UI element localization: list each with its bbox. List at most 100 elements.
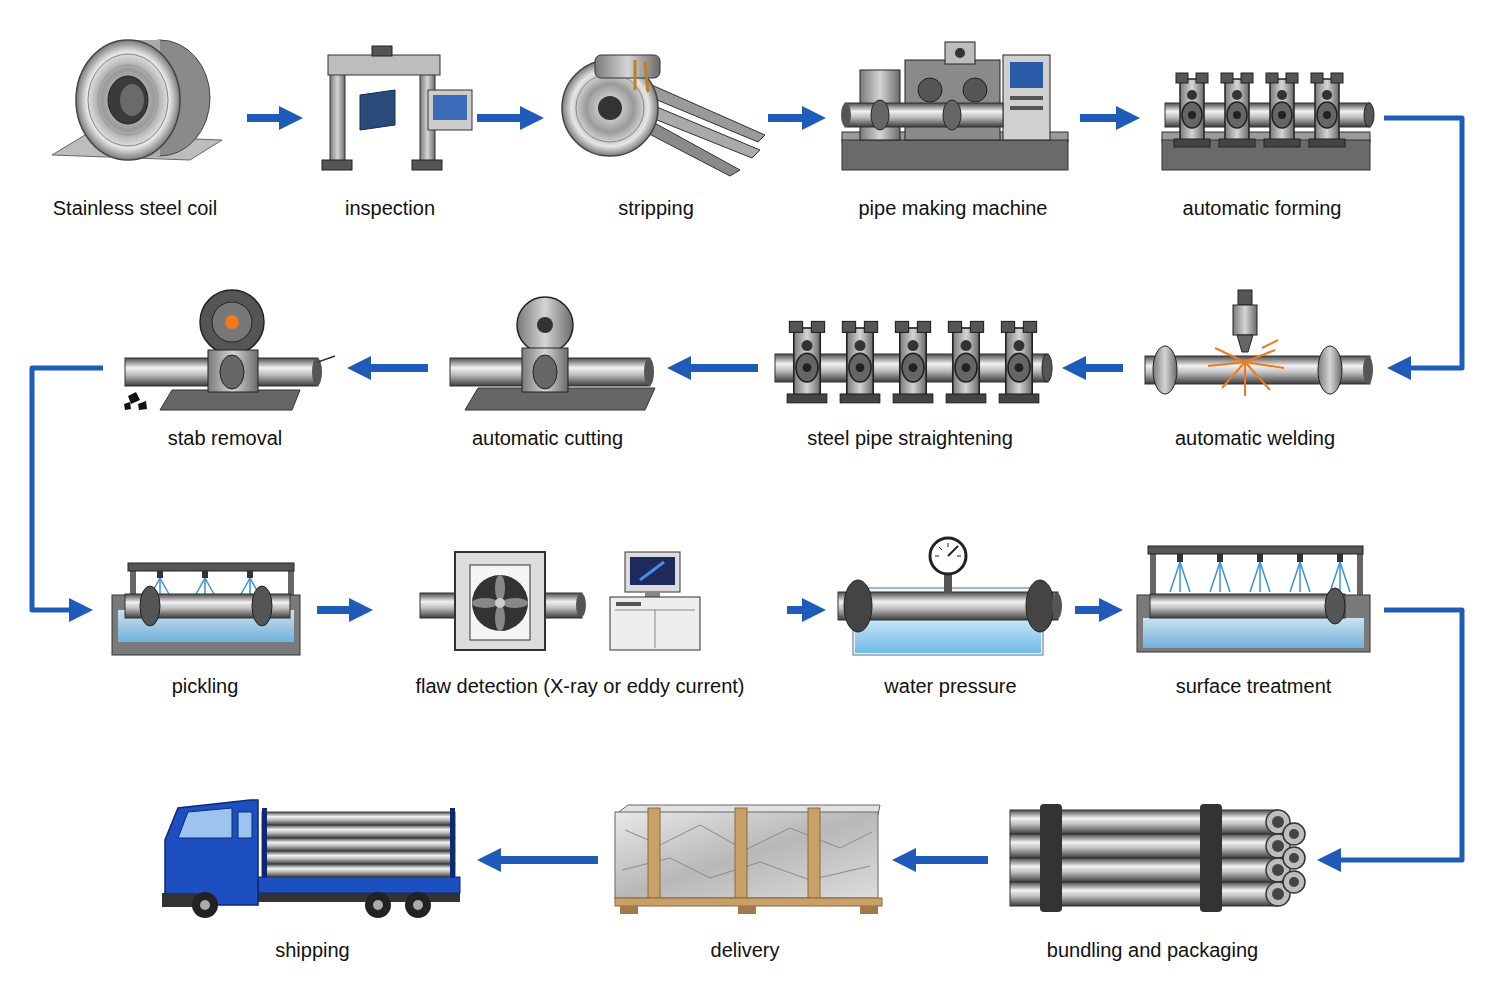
pipe-making-machine-figure-part: [1010, 62, 1043, 88]
flow-arrow: [1084, 364, 1123, 372]
surface-treatment-figure-part-part: [1250, 562, 1260, 592]
pipe-making-machine-figure-part: [842, 140, 1068, 170]
flow-arrow: [1384, 118, 1462, 368]
welding-figure-part: [1238, 290, 1252, 305]
flow-arrow: [1080, 114, 1118, 122]
truck-figure-part: [258, 877, 460, 893]
surface-treatment-figure-part-part: [1337, 554, 1343, 562]
process-step: pickling: [105, 540, 305, 698]
pickling-tank-figure-part: [150, 578, 260, 596]
deburring-figure-part: [225, 315, 239, 329]
process-step: inspection: [315, 38, 465, 220]
pickling-tank-figure-part: [247, 571, 253, 578]
straightening-figure-part: [999, 321, 1039, 402]
truck-figure-part: [178, 808, 232, 838]
hydro-test-figure: [838, 538, 1062, 655]
pipe-bundle-figure-part: [1200, 804, 1222, 912]
process-step: automatic cutting: [440, 285, 655, 450]
step-label: Stainless steel coil: [53, 197, 218, 220]
forming-mill-figure: [1162, 73, 1374, 170]
deburring-figure-part: [138, 401, 147, 410]
step-label: delivery: [711, 939, 780, 962]
step-label: inspection: [345, 197, 435, 220]
pipe-making-machine-figure-part: [943, 100, 961, 130]
pipe-making-machine-figure-part: [945, 42, 975, 64]
surface-treatment-figure-part-part: [1217, 554, 1223, 562]
surface-treatment-figure-part-part: [1290, 562, 1300, 592]
packed-crate-figure-part: [735, 808, 747, 898]
pipe-making-machine-figure-part: [905, 60, 1000, 140]
hydro-test-figure-part: [948, 546, 958, 556]
stripping-figure-part: [598, 96, 622, 120]
inspection-frame-figure-part: [433, 95, 467, 120]
process-step: automatic welding: [1135, 285, 1375, 450]
hydro-test-figure-part: [1052, 593, 1062, 619]
process-step: shipping: [160, 790, 465, 962]
step-label: automatic welding: [1175, 427, 1335, 450]
surface-treatment-figure-part-part: [1340, 562, 1350, 592]
process-step: Stainless steel coil: [35, 38, 235, 220]
inspection-frame-figure-part: [328, 55, 440, 75]
process-step: steel pipe straightening: [770, 285, 1050, 450]
welding-figure-part-part: [1245, 350, 1275, 362]
hydro-test-figure-part-part: [935, 556, 939, 557]
packed-crate-figure-part: [625, 825, 872, 850]
stripping-figure-part: [634, 60, 637, 90]
inspection-frame-figure-part: [372, 46, 392, 56]
flow-arrow: [32, 368, 103, 610]
flaw-detector-figure-part: [645, 592, 660, 597]
deburring-figure-part: [208, 350, 258, 392]
flaw-detector-figure-part: [472, 575, 528, 631]
cutting-figure-part: [644, 358, 654, 386]
pickling-tank-figure-part-part: [204, 578, 206, 596]
welding-figure-part: [1318, 346, 1342, 394]
flaw-detector-figure-part: [472, 575, 528, 631]
steel-coil-figure-part: [120, 84, 144, 116]
forming-mill-figure-part: [1364, 103, 1374, 127]
pipe-bundle-figure-part-part: [1283, 847, 1305, 869]
pipe-making-machine-figure-part: [1010, 106, 1043, 110]
hydro-test-figure-part: [930, 538, 966, 574]
welding-figure-part: [1153, 346, 1177, 394]
process-step: bundling and packaging: [1000, 790, 1305, 962]
hydro-test-figure-part: [1026, 580, 1054, 632]
flaw-detector-figure-part: [655, 610, 656, 648]
step-label: pickling: [172, 675, 239, 698]
surface-treatment-figure-part: [1148, 546, 1363, 554]
flaw-detector-figure-part-part: [495, 575, 505, 601]
pickling-tank-figure-part-part: [249, 578, 251, 596]
inspection-frame-figure: [322, 46, 472, 170]
pipe-making-machine-figure-part: [963, 78, 987, 102]
flow-arrow: [477, 114, 522, 122]
truck-figure-part-part: [192, 892, 218, 918]
welding-figure-part-part: [1215, 348, 1245, 362]
packed-crate-figure-part: [808, 808, 820, 898]
hydro-test-figure-part: [935, 543, 961, 556]
step-label: surface treatment: [1176, 675, 1332, 698]
surface-treatment-figure-part-part: [1300, 562, 1310, 592]
process-step: surface treatment: [1135, 540, 1372, 698]
pickling-tank-figure-part: [157, 571, 163, 578]
pipe-making-machine-figure-part: [918, 78, 942, 102]
step-label: water pressure: [884, 675, 1016, 698]
flaw-detector-figure: [420, 552, 700, 650]
pipe-making-machine-figure-part: [1003, 55, 1050, 140]
pickling-tank-figure-part-part: [159, 578, 161, 596]
flow-arrow: [499, 856, 598, 864]
packed-crate-figure: [615, 805, 882, 914]
pipe-bundle-figure-part-part: [1272, 888, 1284, 900]
pipe-making-machine-figure-part: [871, 100, 889, 130]
truck-figure-part: [192, 892, 431, 918]
straightening-figure-part: [893, 321, 933, 402]
forming-mill-figure-part: [1219, 73, 1255, 147]
pickling-tank-figure-part: [140, 586, 160, 626]
flaw-detector-figure-part: [470, 565, 530, 640]
flaw-detector-figure-part: [616, 602, 641, 606]
flaw-detector-figure-part-part: [472, 598, 498, 608]
welding-figure-part-part: [1222, 362, 1245, 388]
pickling-tank-figure-part: [128, 563, 294, 571]
step-label: stab removal: [168, 427, 283, 450]
surface-treatment-figure-part: [1170, 562, 1350, 592]
